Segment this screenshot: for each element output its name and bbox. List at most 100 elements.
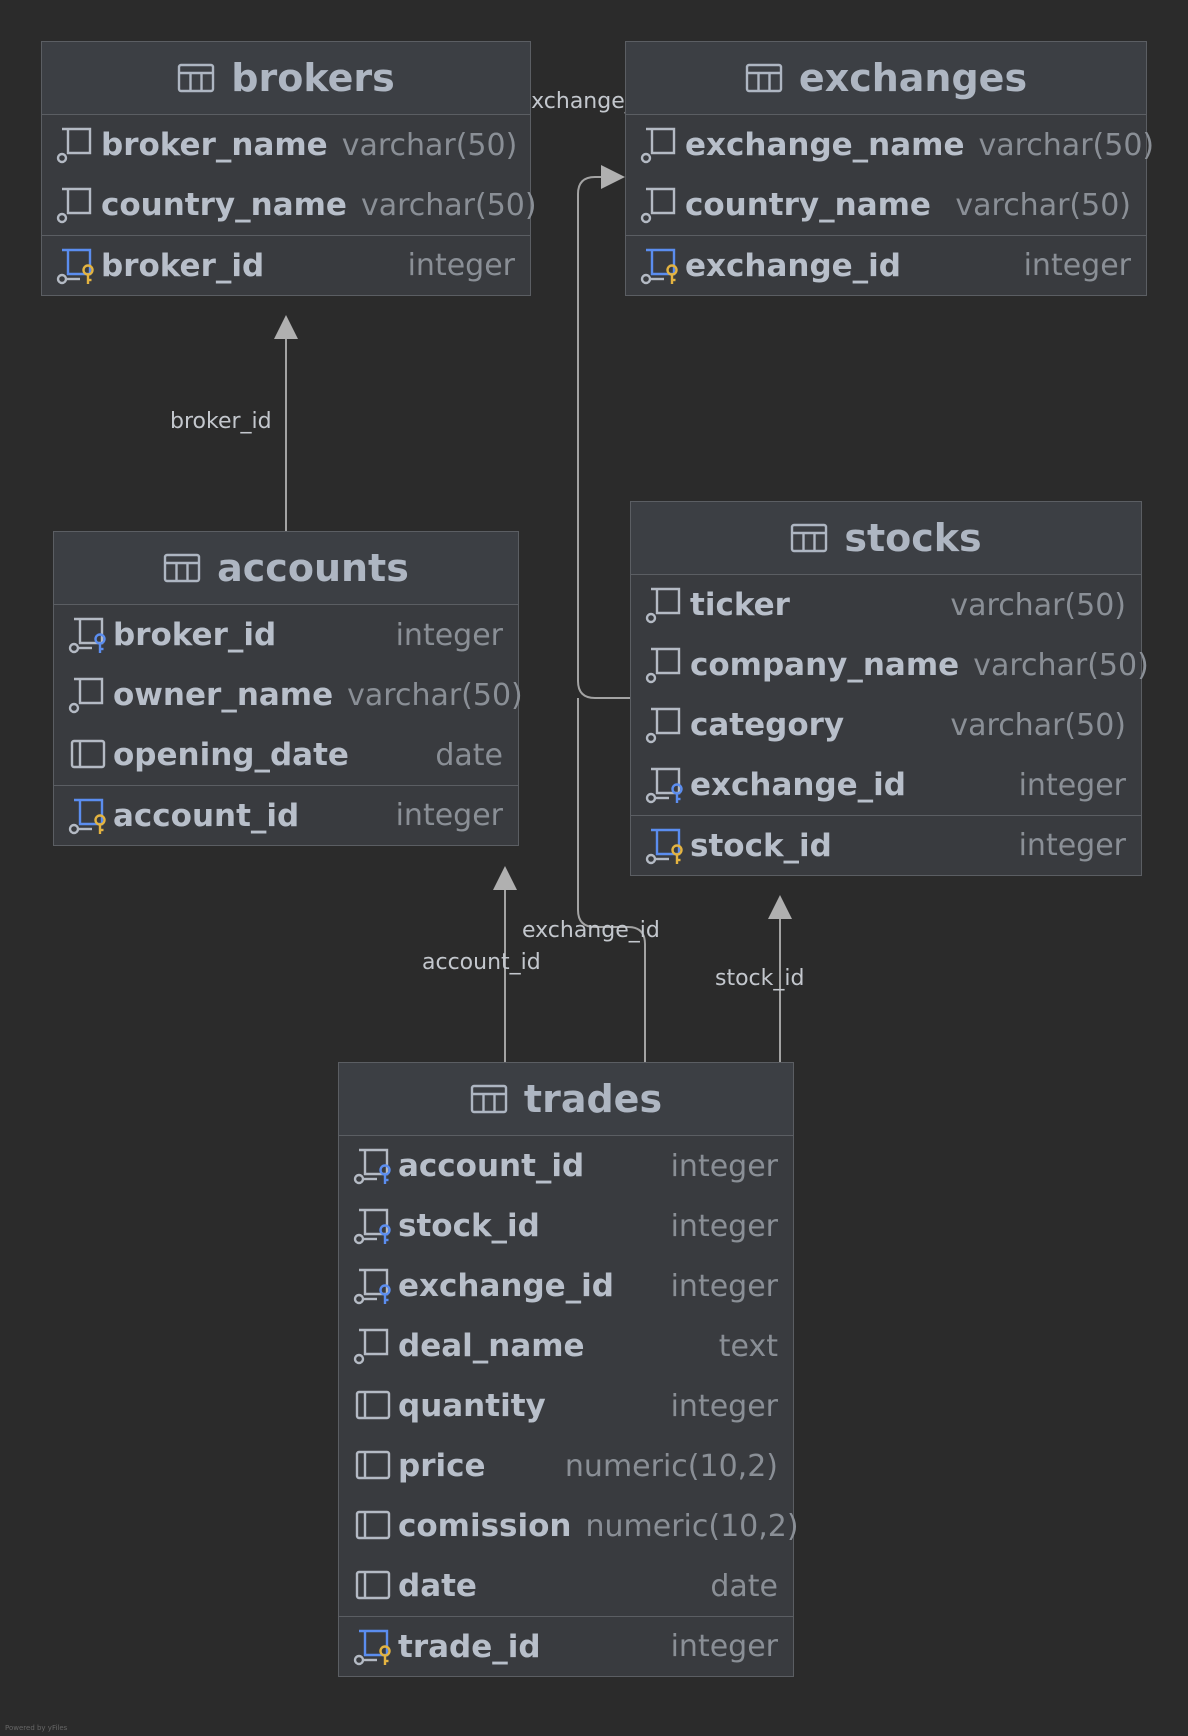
primary-key-row-exchange_id[interactable]: exchange_id integer: [626, 235, 1146, 295]
column-icon: [640, 125, 680, 165]
nullable-column-icon: [68, 735, 108, 775]
table-icon: [790, 523, 828, 553]
column-name: account_id: [113, 797, 300, 834]
column-name: company_name: [690, 647, 960, 683]
column-icon: [640, 185, 680, 225]
foreign-key-icon: [68, 615, 108, 655]
column-name: broker_id: [113, 617, 277, 653]
column-type: integer: [1018, 767, 1126, 803]
table-icon: [470, 1084, 508, 1114]
column-type: numeric(10,2): [564, 1448, 778, 1484]
column-type: integer: [395, 798, 503, 833]
table-name: accounts: [217, 546, 409, 590]
column-type: integer: [670, 1148, 778, 1184]
primary-key-icon: [640, 246, 680, 286]
table-header-stocks[interactable]: stocks: [631, 502, 1141, 575]
column-type: varchar(50): [360, 187, 537, 223]
nullable-column-icon: [353, 1446, 393, 1486]
column-row-company_name[interactable]: company_name varchar(50): [631, 635, 1149, 695]
foreign-key-icon: [645, 765, 685, 805]
primary-key-row-account_id[interactable]: account_id integer: [54, 785, 518, 845]
column-type: varchar(50): [950, 587, 1126, 623]
column-type: varchar(50): [950, 707, 1126, 743]
column-type: text: [718, 1328, 778, 1364]
nullable-column-icon: [353, 1386, 393, 1426]
column-name: exchange_name: [685, 127, 965, 163]
column-icon: [353, 1326, 393, 1366]
column-name: comission: [398, 1508, 572, 1544]
column-type: date: [435, 737, 503, 773]
table-icon: [163, 553, 201, 583]
primary-key-icon: [353, 1627, 393, 1667]
column-type: integer: [407, 248, 515, 283]
column-name: broker_id: [101, 247, 265, 284]
column-name: exchange_id: [398, 1268, 614, 1304]
column-type: varchar(50): [347, 677, 523, 713]
column-name: exchange_id: [685, 247, 901, 284]
column-type: numeric(10,2): [585, 1508, 799, 1544]
arrow-head-accounts: [493, 866, 517, 890]
column-name: stock_id: [690, 827, 832, 864]
table-header-accounts[interactable]: accounts: [54, 532, 518, 605]
table-name: exchanges: [798, 56, 1028, 100]
label-exchange-id-trades: exchange_id: [522, 918, 660, 943]
primary-key-icon: [645, 826, 685, 866]
column-name: ticker: [690, 587, 790, 623]
primary-key-row-broker_id[interactable]: broker_id integer: [42, 235, 530, 295]
primary-key-icon: [56, 246, 96, 286]
foreign-key-icon: [353, 1146, 393, 1186]
column-type: integer: [670, 1629, 778, 1664]
table-name: brokers: [231, 56, 395, 100]
nullable-column-icon: [353, 1506, 393, 1546]
column-row-comission[interactable]: comission numeric(10,2): [339, 1496, 799, 1556]
primary-key-icon: [68, 796, 108, 836]
column-name: category: [690, 707, 845, 743]
table-name: trades: [523, 1077, 663, 1121]
arrow-head-brokers: [274, 315, 298, 339]
column-icon: [56, 125, 96, 165]
column-type: varchar(50): [341, 127, 518, 163]
column-row-broker_name[interactable]: broker_name varchar(50): [42, 115, 530, 175]
column-name: stock_id: [398, 1208, 540, 1244]
table-header-trades[interactable]: trades: [339, 1063, 793, 1136]
column-name: broker_name: [101, 127, 328, 163]
foreign-key-icon: [353, 1206, 393, 1246]
column-name: exchange_id: [690, 767, 906, 803]
primary-key-row-stock_id[interactable]: stock_id integer: [631, 815, 1141, 875]
column-icon: [645, 705, 685, 745]
table-header-brokers[interactable]: brokers: [42, 42, 530, 115]
link-trades-exchanges: [577, 698, 646, 1062]
table-header-exchanges[interactable]: exchanges: [626, 42, 1146, 115]
column-name: date: [398, 1568, 477, 1604]
label-broker-id: broker_id: [170, 409, 272, 434]
column-type: integer: [1023, 248, 1131, 283]
column-type: varchar(50): [973, 647, 1149, 683]
column-type: integer: [670, 1388, 778, 1424]
column-name: quantity: [398, 1388, 546, 1424]
link-stocks-exchanges: [577, 176, 630, 699]
column-row-quantity[interactable]: quantity integer: [339, 1376, 793, 1436]
column-row-category[interactable]: category varchar(50): [631, 695, 1141, 755]
column-type: integer: [1018, 828, 1126, 863]
column-row-ticker[interactable]: ticker varchar(50): [631, 575, 1141, 635]
column-row-exchange_id[interactable]: exchange_id integer: [631, 755, 1141, 815]
